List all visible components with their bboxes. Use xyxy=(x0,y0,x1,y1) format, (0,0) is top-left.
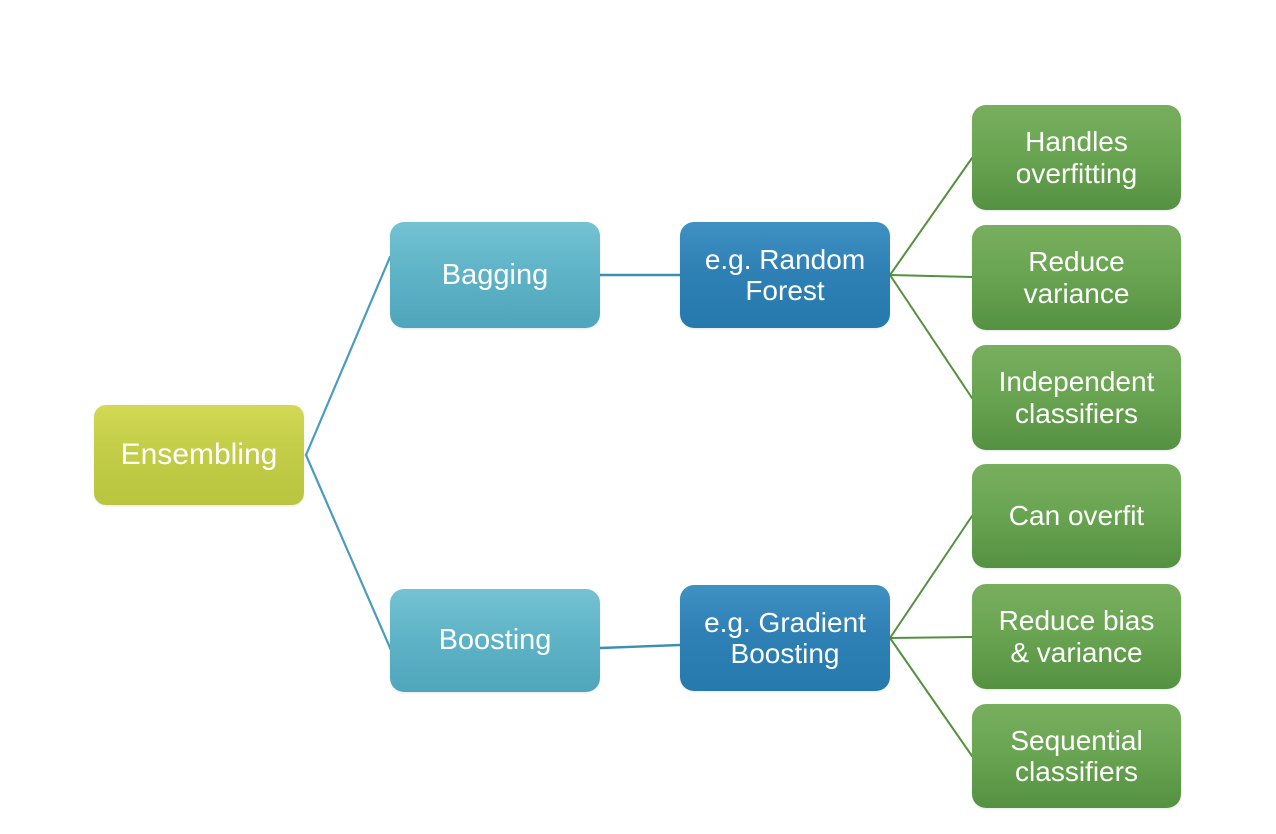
node-label-bagging: Bagging xyxy=(441,258,549,291)
connector-random-forest-to-independent-classifiers xyxy=(889,274,973,399)
connector-random-forest-to-reduce-variance xyxy=(889,274,973,278)
connector-boosting-to-gradient-boosting xyxy=(598,643,682,650)
node-ensembling[interactable]: Ensembling xyxy=(94,405,304,505)
node-can-overfit[interactable]: Can overfit xyxy=(972,464,1181,568)
node-label-reduce-bias-variance: Reduce bias & variance xyxy=(998,605,1155,668)
node-random-forest[interactable]: e.g. Random Forest xyxy=(680,222,890,328)
connector-root-to-boosting xyxy=(304,453,393,652)
node-label-handles-overfitting: Handles overfitting xyxy=(1015,126,1138,189)
node-label-independent-classifiers: Independent classifiers xyxy=(998,366,1155,429)
node-label-sequential-classifiers: Sequential classifiers xyxy=(1010,724,1143,787)
node-label-boosting: Boosting xyxy=(438,624,552,657)
node-reduce-variance[interactable]: Reduce variance xyxy=(972,225,1181,330)
connector-gradient-boosting-to-can-overfit xyxy=(889,515,973,639)
connector-gradient-boosting-to-reduce-bias-variance xyxy=(889,636,973,639)
node-label-random-forest: e.g. Random Forest xyxy=(704,243,866,306)
node-gradient-boosting[interactable]: e.g. Gradient Boosting xyxy=(680,585,890,691)
node-reduce-bias-variance[interactable]: Reduce bias & variance xyxy=(972,584,1181,689)
node-label-can-overfit: Can overfit xyxy=(1008,500,1145,532)
node-label-gradient-boosting: e.g. Gradient Boosting xyxy=(704,606,866,669)
node-independent-classifiers[interactable]: Independent classifiers xyxy=(972,345,1181,450)
connector-gradient-boosting-to-sequential-classifiers xyxy=(889,637,973,757)
connector-random-forest-to-handles-overfitting xyxy=(889,157,973,276)
connector-root-to-bagging xyxy=(304,255,392,457)
node-boosting[interactable]: Boosting xyxy=(390,589,600,692)
node-label-reduce-variance: Reduce variance xyxy=(1023,246,1130,309)
node-bagging[interactable]: Bagging xyxy=(390,222,600,328)
node-label-ensembling: Ensembling xyxy=(120,438,278,472)
node-handles-overfitting[interactable]: Handles overfitting xyxy=(972,105,1181,210)
node-sequential-classifiers[interactable]: Sequential classifiers xyxy=(972,704,1181,808)
